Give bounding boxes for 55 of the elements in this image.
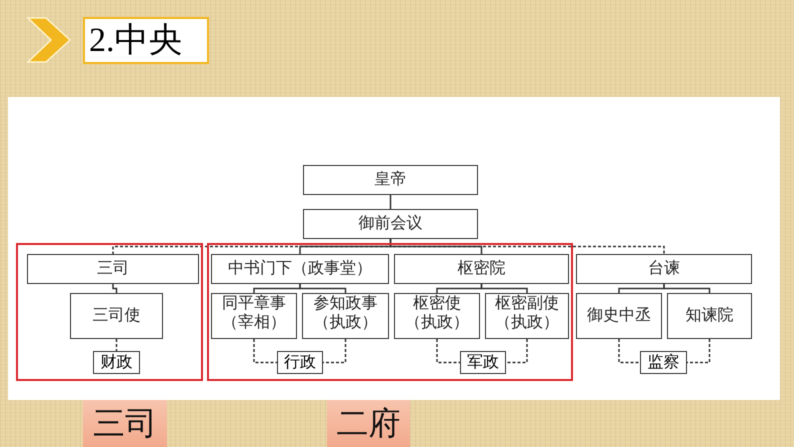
connector-line	[116, 339, 118, 351]
group-frame	[16, 243, 203, 381]
connector-line	[390, 195, 392, 209]
group-label-text: 三司	[93, 404, 157, 442]
function-tag	[93, 351, 140, 374]
org-box	[394, 293, 480, 339]
group-label	[83, 400, 167, 447]
org-box	[211, 293, 297, 339]
group-label-text: 二府	[336, 404, 400, 442]
connector-line	[663, 284, 710, 293]
box-label: 中书门下（政事堂）	[228, 259, 372, 279]
org-box	[303, 165, 478, 195]
box-label: 同平章事（宰相）	[221, 294, 287, 332]
box-label: 监察	[648, 352, 680, 373]
function-tag	[460, 351, 506, 374]
box-label: 三司	[97, 259, 129, 279]
org-box	[576, 254, 752, 284]
box-label: 台谏	[648, 259, 680, 279]
connector-line	[323, 339, 346, 364]
box-label: 知谏院	[686, 306, 734, 326]
box-label: 枢密副使（执政）	[494, 294, 560, 332]
connector-line	[112, 284, 118, 293]
box-label: 军政	[467, 353, 499, 373]
org-box	[576, 293, 662, 339]
box-label: 枢密使（执政）	[404, 294, 470, 332]
box-label: 参知政事（执政）	[312, 294, 378, 332]
org-box	[302, 293, 389, 339]
org-box	[667, 293, 752, 339]
connector-line	[480, 284, 528, 293]
function-tag	[640, 351, 687, 374]
org-box	[485, 293, 569, 339]
connector-line	[618, 339, 640, 364]
group-label	[327, 400, 410, 447]
connector-line	[506, 339, 528, 364]
org-box	[70, 293, 163, 339]
function-tag	[277, 351, 323, 374]
group-frame	[207, 243, 573, 381]
connector-line	[253, 339, 277, 364]
box-label: 御前会议	[358, 214, 422, 234]
box-label: 枢密院	[458, 259, 506, 279]
box-label: 御史中丞	[587, 306, 651, 326]
org-box	[303, 209, 478, 239]
org-box	[394, 254, 569, 284]
connector-line	[436, 339, 460, 364]
title: 2.中央	[83, 17, 209, 64]
connector-line	[390, 239, 482, 254]
connector-line	[299, 284, 346, 293]
org-box	[211, 254, 389, 284]
connector-line	[687, 339, 710, 364]
box-label: 皇帝	[374, 170, 406, 190]
org-box	[27, 254, 199, 284]
box-label: 三司使	[92, 306, 140, 326]
connector-line	[390, 239, 665, 254]
box-label: 行政	[284, 353, 316, 373]
box-label: 财政	[100, 352, 132, 373]
